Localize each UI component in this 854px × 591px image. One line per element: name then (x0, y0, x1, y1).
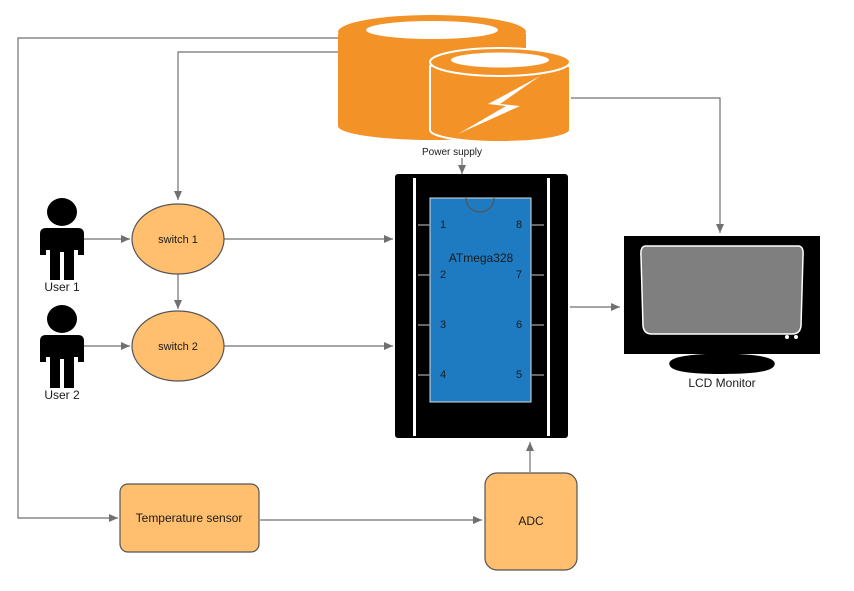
mcu-pin-label: 7 (516, 269, 522, 281)
switch2-node: switch 2 (131, 310, 225, 382)
user2-label: User 2 (44, 388, 80, 402)
switch2-label: switch 2 (158, 341, 198, 353)
mcu-pin-label: 1 (440, 219, 446, 231)
user1-person-icon (40, 198, 84, 280)
mcu-pin-label: 4 (440, 369, 446, 381)
temp-sensor-node: Temperature sensor (119, 483, 260, 553)
connectors (17, 37, 724, 524)
switch1-label: switch 1 (158, 234, 198, 246)
connector-power-to-lcd (568, 97, 724, 233)
mcu-node: ATmega328 1 2 3 4 8 7 6 5 (395, 174, 568, 438)
temp-sensor-label: Temperature sensor (136, 511, 243, 525)
lightning-bolt-icon (458, 76, 540, 134)
mcu-pin-label: 3 (440, 319, 446, 331)
adc-label: ADC (518, 514, 544, 528)
power-supply-icon (338, 15, 571, 143)
user2-person-icon (40, 305, 84, 388)
mcu-label: ATmega328 (449, 251, 514, 265)
lcd-label: LCD Monitor (688, 376, 755, 390)
mcu-pin-label: 6 (516, 319, 522, 331)
mcu-pin-label: 2 (440, 269, 446, 281)
connector-power-to-switch1 (174, 51, 340, 200)
user1-label: User 1 (44, 280, 80, 294)
mcu-pin-label: 5 (516, 369, 522, 381)
adc-node: ADC (484, 472, 578, 571)
monitor-icon (624, 236, 820, 374)
power-supply-label: Power supply (422, 147, 482, 158)
switch1-node: switch 1 (131, 203, 225, 275)
mcu-pin-label: 8 (516, 219, 522, 231)
connector-power-to-temp-sensor (17, 37, 340, 522)
